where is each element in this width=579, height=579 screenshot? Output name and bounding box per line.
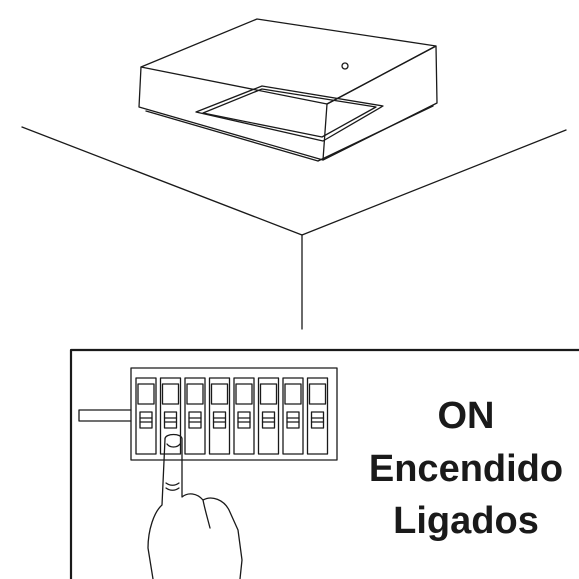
screw-icon xyxy=(341,62,349,70)
label-on: ON xyxy=(438,395,495,437)
hand-pointer-icon xyxy=(147,433,243,579)
terminal-switch[interactable] xyxy=(257,377,280,455)
terminal-switch[interactable] xyxy=(233,377,255,455)
label-encendido: Encendido xyxy=(369,448,563,490)
on-label: ON Encendido Ligados xyxy=(369,395,563,542)
switch-row xyxy=(135,377,329,455)
terminal-block xyxy=(78,367,338,461)
detail-frame xyxy=(69,348,579,579)
terminal-switch[interactable] xyxy=(208,377,231,455)
terminal-switch[interactable] xyxy=(135,377,157,455)
ceiling-light-fixture xyxy=(138,18,438,162)
terminal-switch[interactable] xyxy=(184,377,206,455)
terminal-switch[interactable] xyxy=(282,377,304,455)
terminal-switch[interactable] xyxy=(159,377,182,455)
ceiling-wall-corner xyxy=(21,126,567,330)
label-ligados: Ligados xyxy=(393,500,539,542)
terminal-switch[interactable] xyxy=(306,377,329,455)
